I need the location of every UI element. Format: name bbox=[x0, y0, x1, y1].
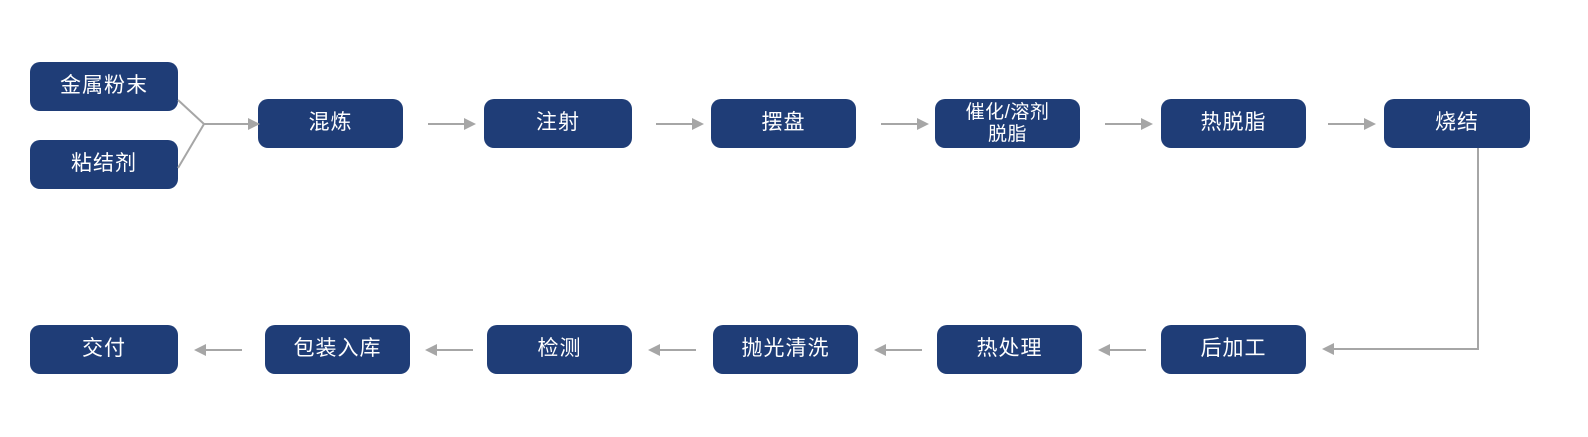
node-injection[interactable]: 注射 bbox=[484, 99, 632, 148]
node-polishing-cleaning[interactable]: 抛光清洗 bbox=[713, 325, 858, 374]
node-heat-treatment[interactable]: 热处理 bbox=[937, 325, 1082, 374]
node-catalytic-solvent-debinding[interactable]: 催化/溶剂 脱脂 bbox=[935, 99, 1080, 148]
node-mixing[interactable]: 混炼 bbox=[258, 99, 403, 148]
node-thermal-debinding[interactable]: 热脱脂 bbox=[1161, 99, 1306, 148]
connector-heat-treatment-to-polishing-cleaning bbox=[874, 344, 922, 356]
connector-debinding-to-thermal-debinding bbox=[1105, 118, 1153, 130]
node-post-processing[interactable]: 后加工 bbox=[1161, 325, 1306, 374]
node-metal-powder[interactable]: 金属粉末 bbox=[30, 62, 178, 111]
node-inspection[interactable]: 检测 bbox=[487, 325, 632, 374]
connector-mixing-to-injection bbox=[428, 118, 476, 130]
node-binder[interactable]: 粘结剂 bbox=[30, 140, 178, 189]
connector-tray-loading-to-debinding bbox=[881, 118, 929, 130]
connector-injection-to-tray-loading bbox=[656, 118, 704, 130]
node-sintering[interactable]: 烧结 bbox=[1384, 99, 1530, 148]
node-packaging-storage[interactable]: 包装入库 bbox=[265, 325, 410, 374]
connector-packaging-storage-to-delivery bbox=[194, 344, 242, 356]
connector-merge-to-mixing bbox=[177, 99, 260, 169]
connector-sintering-to-post-processing bbox=[1322, 148, 1479, 355]
connector-inspection-to-packaging-storage bbox=[425, 344, 473, 356]
connector-post-processing-to-heat-treatment bbox=[1098, 344, 1146, 356]
node-tray-loading[interactable]: 摆盘 bbox=[711, 99, 856, 148]
connector-thermal-debinding-to-sintering bbox=[1328, 118, 1376, 130]
node-delivery[interactable]: 交付 bbox=[30, 325, 178, 374]
connector-polishing-cleaning-to-inspection bbox=[648, 344, 696, 356]
